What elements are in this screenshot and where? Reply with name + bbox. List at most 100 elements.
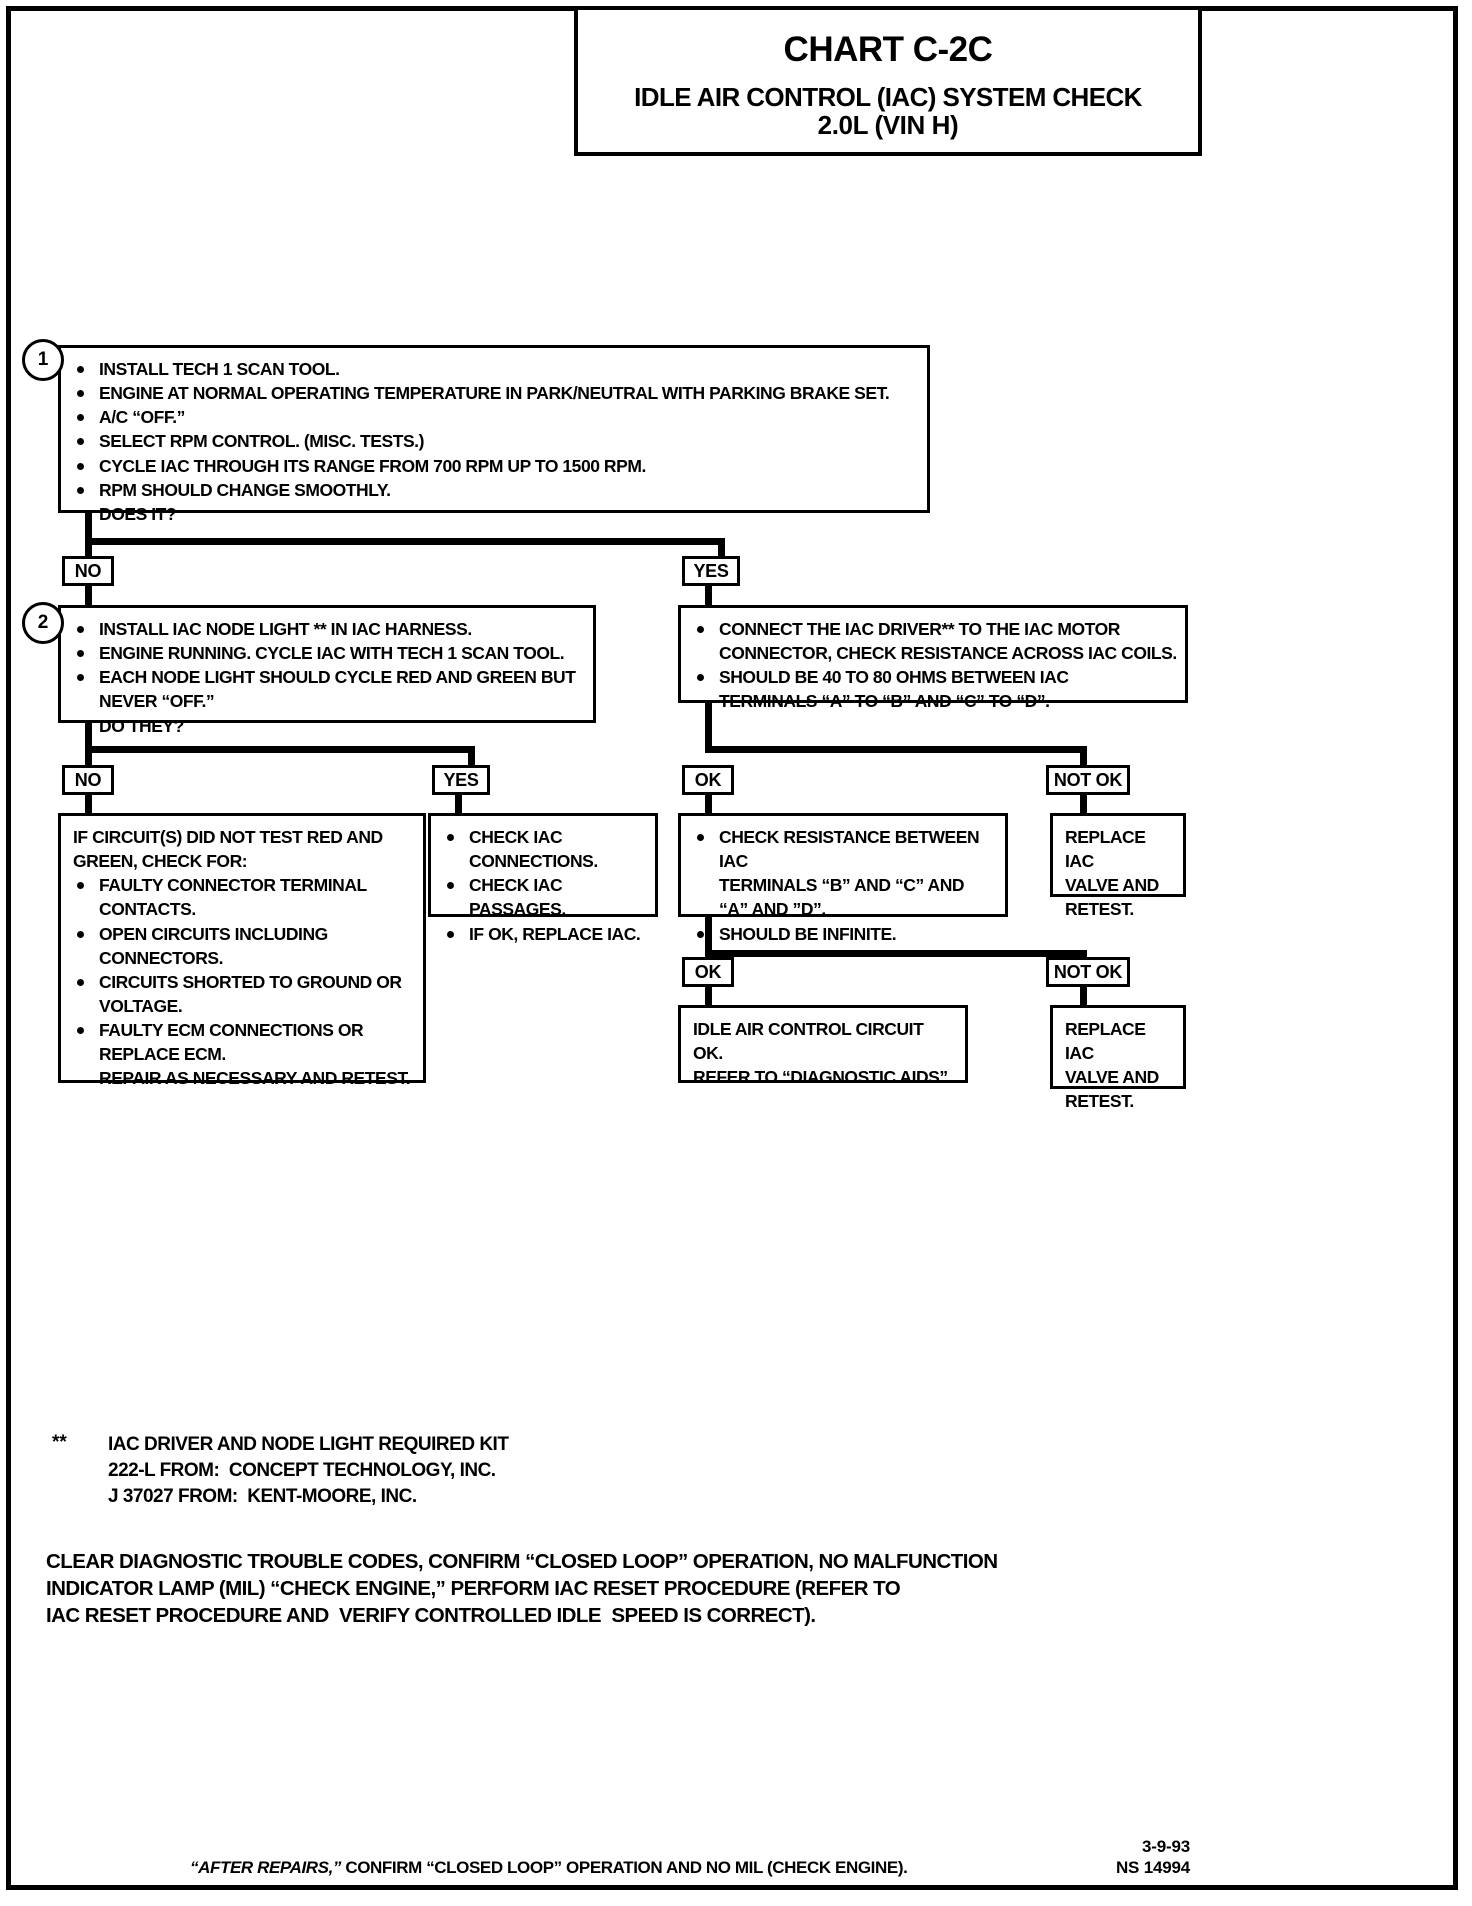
list-item: VOLTAGE.	[99, 995, 183, 1016]
connector-line	[705, 793, 712, 815]
list-item: INSTALL TECH 1 SCAN TOOL.	[69, 357, 919, 381]
footer-note-emphasis: “AFTER REPAIRS,”	[190, 1858, 342, 1877]
box-circuit-fail-heading-line1: IF CIRCUIT(S) DID NOT TEST RED AND	[73, 827, 383, 847]
connector-line	[705, 703, 712, 753]
list-item: CYCLE IAC THROUGH ITS RANGE FROM 700 RPM…	[69, 454, 919, 478]
footnote-line2: 222-L FROM: CONCEPT TECHNOLOGY, INC.	[108, 1460, 496, 1481]
list-item: REPAIR AS NECESSARY AND RETEST.	[99, 1068, 411, 1089]
list-item: ENGINE AT NORMAL OPERATING TEMPERATURE I…	[69, 381, 919, 405]
connector-line	[1080, 793, 1087, 815]
bottom-paragraph-line1: CLEAR DIAGNOSTIC TROUBLE CODES, CONFIRM …	[46, 1550, 998, 1573]
chart-title-line2: 2.0L (VIN H)	[817, 110, 959, 141]
list-item: TERMINALS “A” TO “B” AND “C” TO “D”.	[719, 691, 1050, 712]
box-circuit-fail: IF CIRCUIT(S) DID NOT TEST RED AND GREEN…	[58, 813, 426, 1088]
title-box: CHART C-2C IDLE AIR CONTROL (IAC) SYSTEM…	[574, 6, 1202, 156]
list-item: CONNECTOR, CHECK RESISTANCE ACROSS IAC C…	[719, 643, 1177, 664]
branch-label-no-1: NO	[62, 556, 114, 586]
list-item: SHOULD BE 40 TO 80 OHMS BETWEEN IAC	[689, 665, 1177, 689]
branch-label-not-ok-1: NOT OK	[1046, 765, 1130, 795]
box-replace-iac-bottom-line2: VALVE AND	[1065, 1067, 1159, 1088]
connector-line	[1080, 985, 1087, 1007]
branch-label-ok-2: OK	[682, 957, 734, 987]
footnote-line3: J 37027 FROM: KENT-MOORE, INC.	[108, 1486, 417, 1507]
list-item: SHOULD BE INFINITE.	[689, 922, 997, 946]
list-item: TERMINALS “B” AND “C” AND	[719, 875, 965, 896]
list-item: FAULTY ECM CONNECTIONS OR	[69, 1018, 415, 1042]
list-item: SELECT RPM CONTROL. (MISC. TESTS.)	[69, 429, 919, 453]
list-item: EACH NODE LIGHT SHOULD CYCLE RED AND GRE…	[69, 665, 585, 689]
list-item: RPM SHOULD CHANGE SMOOTHLY.	[69, 478, 919, 502]
footer-note: “AFTER REPAIRS,” CONFIRM “CLOSED LOOP” O…	[190, 1858, 908, 1878]
connector-line	[705, 985, 712, 1007]
box-connect-iac-driver: CONNECT THE IAC DRIVER** TO THE IAC MOTO…	[678, 605, 1188, 711]
list-item: NEVER “OFF.”	[99, 691, 215, 712]
connector-line	[85, 538, 92, 560]
connector-line	[705, 950, 1087, 957]
box-check-iac: CHECK IAC CONNECTIONS. CHECK IAC PASSAGE…	[428, 813, 658, 944]
footer-meta: 3-9-93 NS 14994	[1040, 1836, 1190, 1879]
list-item: CONNECTORS.	[99, 947, 224, 968]
list-item: FAULTY CONNECTOR TERMINAL	[69, 873, 415, 897]
footnote-line1: IAC DRIVER AND NODE LIGHT REQUIRED KIT	[108, 1434, 509, 1455]
box-step-1-list: INSTALL TECH 1 SCAN TOOL. ENGINE AT NORM…	[69, 357, 919, 526]
connector-line	[85, 584, 92, 608]
list-item: CHECK IAC	[439, 825, 647, 849]
box-replace-iac-bottom: REPLACE IAC VALVE AND RETEST.	[1050, 1005, 1186, 1111]
box-replace-iac-bottom-line1: REPLACE IAC	[1065, 1019, 1146, 1064]
connector-line	[1080, 746, 1087, 768]
box-replace-iac-top-line3: RETEST.	[1065, 899, 1134, 920]
list-item: CONNECT THE IAC DRIVER** TO THE IAC MOTO…	[689, 617, 1177, 641]
footer-date: 3-9-93	[1142, 1837, 1190, 1856]
list-item: CHECK RESISTANCE BETWEEN IAC	[689, 825, 997, 873]
connector-line	[718, 538, 725, 560]
box-resistance-check-list: CHECK RESISTANCE BETWEEN IAC TERMINALS “…	[689, 825, 997, 946]
connector-line	[85, 746, 92, 768]
box-replace-iac-top-line2: VALVE AND	[1065, 875, 1159, 896]
connector-line	[468, 746, 475, 768]
list-item: CHECK IAC PASSAGES.	[439, 873, 647, 921]
box-check-iac-list: CHECK IAC CONNECTIONS. CHECK IAC PASSAGE…	[439, 825, 647, 946]
list-item: CONNECTIONS.	[469, 851, 598, 872]
box-circuit-fail-heading-line2: GREEN, CHECK FOR:	[73, 851, 248, 872]
list-item: REPLACE ECM.	[99, 1044, 226, 1065]
connector-line	[85, 746, 475, 753]
box-replace-iac-top-line1: REPLACE IAC	[1065, 827, 1146, 872]
box-resistance-check: CHECK RESISTANCE BETWEEN IAC TERMINALS “…	[678, 813, 1008, 944]
list-item: CONTACTS.	[99, 899, 196, 920]
box-step-2-list: INSTALL IAC NODE LIGHT ** IN IAC HARNESS…	[69, 617, 585, 738]
box-connect-iac-driver-list: CONNECT THE IAC DRIVER** TO THE IAC MOTO…	[689, 617, 1177, 714]
branch-label-no-2: NO	[62, 765, 114, 795]
list-item: IF OK, REPLACE IAC.	[439, 922, 647, 946]
connector-line	[85, 723, 92, 753]
connector-line	[705, 917, 712, 957]
footnote-asterisk: **	[52, 1432, 67, 1453]
connector-line	[705, 584, 712, 608]
box-replace-iac-top: REPLACE IAC VALVE AND RETEST.	[1050, 813, 1186, 919]
box-circuit-ok-line2: REFER TO “DIAGNOSTIC AIDS”.	[693, 1067, 953, 1088]
connector-line	[705, 746, 1087, 753]
list-item: CIRCUITS SHORTED TO GROUND OR	[69, 970, 415, 994]
footer-doc-id: NS 14994	[1115, 1858, 1190, 1878]
branch-label-yes-1: YES	[682, 556, 740, 586]
connector-line	[455, 793, 462, 815]
footer-note-rest: CONFIRM “CLOSED LOOP” OPERATION AND NO M…	[341, 1858, 908, 1877]
chart-number: CHART C-2C	[783, 30, 993, 69]
chart-title-line1: IDLE AIR CONTROL (IAC) SYSTEM CHECK	[634, 81, 1142, 112]
list-item: DOES IT?	[99, 503, 177, 524]
step-1-marker: 1	[22, 339, 64, 381]
branch-label-yes-2: YES	[432, 765, 490, 795]
box-replace-iac-bottom-line3: RETEST.	[1065, 1091, 1134, 1112]
box-circuit-ok: IDLE AIR CONTROL CIRCUIT OK. REFER TO “D…	[678, 1005, 968, 1087]
bottom-paragraph-line3: IAC RESET PROCEDURE AND VERIFY CONTROLLE…	[46, 1604, 816, 1627]
list-item: OPEN CIRCUITS INCLUDING	[69, 922, 415, 946]
box-circuit-fail-list: FAULTY CONNECTOR TERMINAL CONTACTS. OPEN…	[69, 873, 415, 1090]
connector-line	[85, 513, 92, 545]
branch-label-not-ok-2: NOT OK	[1046, 957, 1130, 987]
list-item: ENGINE RUNNING. CYCLE IAC WITH TECH 1 SC…	[69, 641, 585, 665]
list-item: DO THEY?	[99, 715, 184, 736]
box-circuit-ok-line1: IDLE AIR CONTROL CIRCUIT OK.	[693, 1019, 924, 1064]
connector-line	[85, 793, 92, 815]
connector-line	[85, 538, 725, 545]
box-step-1: INSTALL TECH 1 SCAN TOOL. ENGINE AT NORM…	[58, 345, 930, 524]
